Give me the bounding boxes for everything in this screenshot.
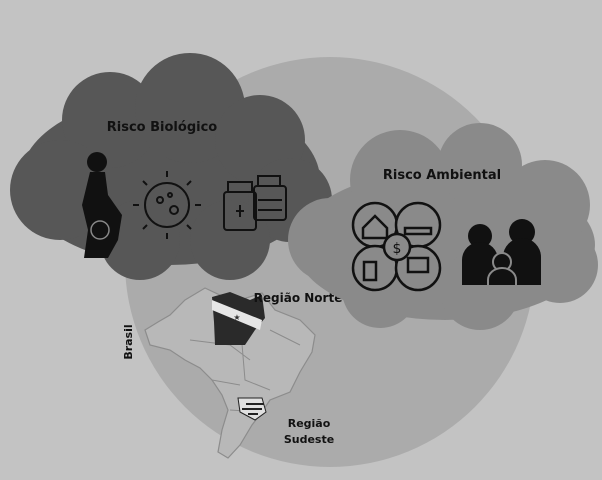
north-region-label: Região Norte (254, 291, 343, 305)
brazil-label: Brasil (122, 324, 135, 359)
southeast-region-label-2: Sudeste (284, 433, 334, 446)
family-icon (462, 219, 541, 287)
southeast-region-label-1: Região (288, 417, 331, 430)
virus-icon (133, 171, 201, 239)
environmental-risk-title: Risco Ambiental (383, 168, 501, 183)
medicine-bottles-icon (223, 175, 287, 231)
biological-risk-title: Risco Biológico (107, 120, 218, 135)
svg-text:★: ★ (233, 313, 240, 322)
brazil-map: ★ (144, 287, 316, 459)
socioeconomic-circles-icon: $ (351, 201, 442, 292)
svg-text:$: $ (393, 241, 402, 257)
pregnant-woman-icon (82, 152, 122, 258)
